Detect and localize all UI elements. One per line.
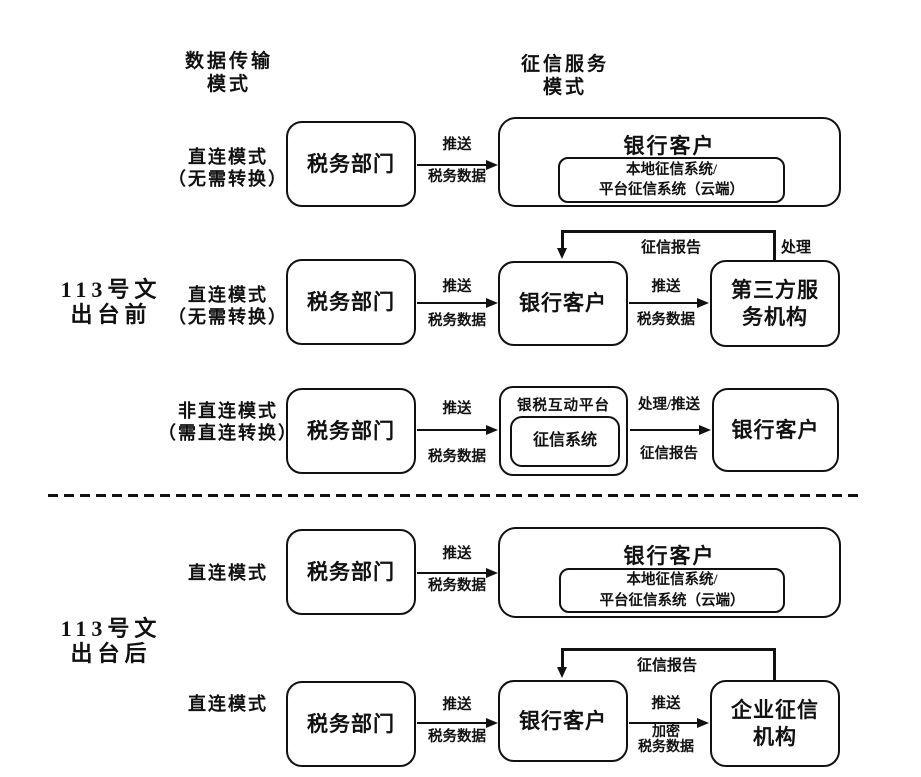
row1-local-credit-system-box: 本地征信系统/ 平台征信系统（云端） — [558, 157, 785, 203]
row4-arrow1-line — [417, 571, 487, 575]
section-divider-dashed-line — [48, 494, 860, 497]
header-transmission-mode: 数据传输 模式 — [184, 51, 273, 96]
row2-mode-label: 直连模式 （无需转换） — [168, 285, 288, 327]
row5-arrow1-label-below: 税务数据 — [428, 729, 486, 745]
row2-arrow2-label-above: 推送 — [651, 279, 681, 295]
row2-third-party-box: 第三方服 务机构 — [710, 260, 840, 347]
row3-tax-dept-label: 税务部门 — [307, 418, 395, 443]
row2-feedback-left-line — [561, 230, 564, 250]
row5-bank-customer-label: 银行客户 — [519, 708, 607, 733]
row4-mode-label: 直连模式 — [188, 563, 268, 583]
row5-mode-label: 直连模式 — [188, 694, 268, 714]
row5-arrow2-head-icon — [697, 717, 709, 728]
row3-arrow2-head-icon — [699, 424, 711, 435]
row2-feedback-right-line — [773, 230, 776, 261]
row3-mode-label: 非直连模式 （需直连转换） — [158, 401, 298, 443]
row5-feedback-left-line — [561, 648, 564, 668]
row5-credit-agency-box: 企业征信 机构 — [710, 680, 840, 767]
row2-feedback-process-label: 处理 — [781, 240, 812, 256]
row5-arrow2-label-below: 加密 税务数据 — [638, 725, 694, 755]
row5-arrow2-label-above: 推送 — [651, 696, 681, 712]
row2-feedback-arrow-down-icon — [556, 248, 567, 259]
row3-tax-dept-box: 税务部门 — [286, 388, 416, 474]
era-label-before: 113号文 出台前 — [60, 277, 162, 328]
row1-arrow1-head-icon — [486, 159, 498, 170]
row4-arrow1-label-above: 推送 — [442, 546, 472, 562]
row4-bank-customer-box: 银行客户 本地征信系统/ 平台征信系统（云端） — [498, 527, 841, 618]
row2-feedback-credit-report-label: 征信报告 — [640, 240, 701, 256]
row4-local-credit-system-box: 本地征信系统/ 平台征信系统（云端） — [559, 568, 785, 613]
row2-tax-dept-box: 税务部门 — [286, 259, 416, 345]
row5-feedback-credit-report-label: 征信报告 — [636, 658, 697, 674]
row5-feedback-arrow-down-icon — [556, 667, 567, 678]
row5-feedback-top-line — [561, 648, 776, 651]
row2-arrow1-label-below: 税务数据 — [428, 313, 486, 329]
row3-arrow2-line — [630, 428, 700, 432]
row4-tax-dept-box: 税务部门 — [286, 529, 416, 615]
row4-bank-customer-title: 银行客户 — [623, 544, 716, 568]
row3-bank-customer-label: 银行客户 — [731, 417, 820, 442]
row2-arrow2-label-below: 税务数据 — [637, 312, 695, 328]
row3-bank-customer-box: 银行客户 — [712, 388, 839, 472]
row1-bank-customer-box: 银行客户 本地征信系统/ 平台征信系统（云端） — [498, 117, 841, 207]
row2-arrow1-label-above: 推送 — [442, 279, 472, 295]
row2-arrow1-head-icon — [486, 297, 498, 308]
row2-feedback-top-line — [561, 230, 776, 233]
row5-credit-agency-label: 企业征信 机构 — [731, 698, 819, 749]
row5-tax-dept-box: 税务部门 — [286, 681, 416, 767]
row3-credit-system-box: 征信系统 — [510, 416, 620, 467]
row2-tax-dept-label: 税务部门 — [307, 289, 395, 314]
row1-arrow1-label-below: 税务数据 — [428, 169, 486, 185]
row4-arrow1-label-below: 税务数据 — [428, 578, 486, 594]
row5-arrow1-label-above: 推送 — [442, 697, 472, 713]
row2-arrow2-line — [629, 301, 699, 305]
row3-arrow1-label-below: 税务数据 — [428, 449, 486, 465]
row4-arrow1-head-icon — [486, 567, 498, 578]
row3-arrow1-label-above: 推送 — [442, 401, 472, 417]
row2-arrow1-line — [417, 301, 487, 305]
row2-arrow2-head-icon — [697, 297, 709, 308]
row1-arrow1-line — [417, 163, 487, 167]
header-credit-service-mode: 征信服务 模式 — [520, 54, 609, 99]
row3-arrow1-head-icon — [486, 424, 498, 435]
row1-mode-label: 直连模式 （无需转换） — [168, 147, 288, 189]
row2-third-party-label: 第三方服 务机构 — [731, 278, 819, 329]
row1-bank-customer-title: 银行客户 — [623, 134, 716, 158]
row3-arrow2-label-above: 处理/推送 — [637, 397, 701, 413]
row5-arrow1-line — [417, 721, 487, 725]
row5-bank-customer-box: 银行客户 — [498, 680, 628, 762]
row1-tax-dept-box: 税务部门 — [286, 121, 416, 207]
row3-arrow2-label-below: 征信报告 — [640, 446, 698, 462]
row3-arrow1-line — [417, 428, 487, 432]
row2-bank-customer-label: 银行客户 — [519, 291, 607, 316]
row1-tax-dept-label: 税务部门 — [307, 151, 395, 176]
row5-arrow1-head-icon — [486, 717, 498, 728]
row1-arrow1-label-above: 推送 — [442, 137, 472, 153]
row3-platform-title: 银税互动平台 — [517, 398, 610, 414]
row5-tax-dept-label: 税务部门 — [307, 711, 395, 736]
row5-arrow2-line — [629, 721, 699, 725]
row3-tax-bank-platform-box: 银税互动平台 征信系统 — [499, 386, 628, 476]
row2-bank-customer-box: 银行客户 — [498, 261, 628, 346]
row4-tax-dept-label: 税务部门 — [307, 559, 395, 584]
era-label-after: 113号文 出台后 — [60, 616, 162, 667]
row5-feedback-right-line — [773, 648, 776, 681]
